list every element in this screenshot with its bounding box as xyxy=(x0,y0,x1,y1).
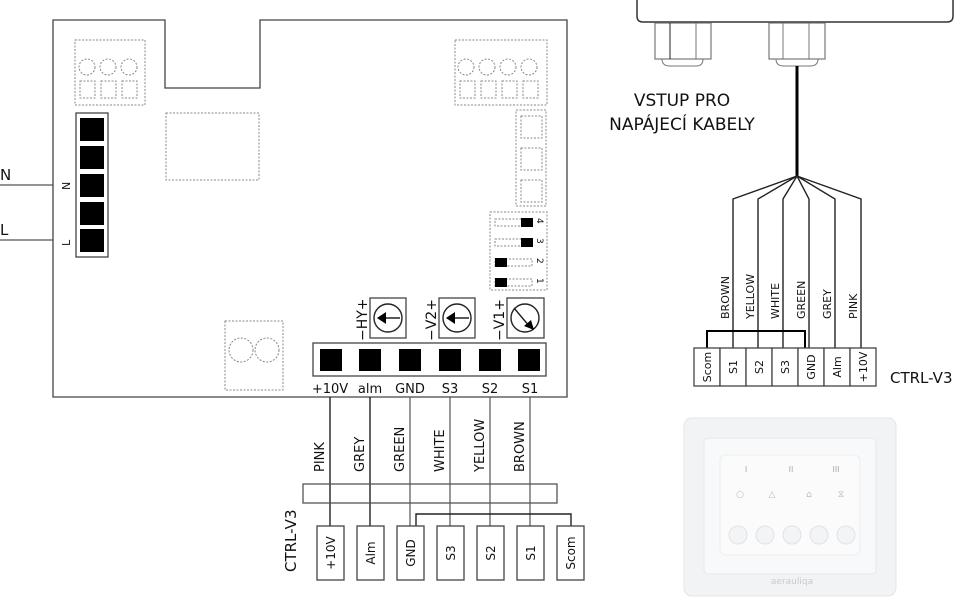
lock-icon: ⌂ xyxy=(806,490,812,500)
ctrl-terminal-label: S2 xyxy=(484,545,498,560)
potentiometers: −HY+ −V2+ −V1+ xyxy=(355,297,545,341)
terminal-label: +10V xyxy=(312,382,348,397)
dip-switch-4[interactable] xyxy=(494,218,533,227)
wire-color-label: BROWN xyxy=(719,276,732,319)
ctrl-terminal-label: Alm xyxy=(831,356,844,377)
dip-switch-bank: 4 3 2 1 xyxy=(489,211,548,291)
ctrl-v3-label-right: CTRL-V3 xyxy=(890,369,953,387)
ctrl-terminals-right: Scom S1 S2 S3 GND Alm +10V xyxy=(693,347,877,387)
ctrl-terminal-label: S3 xyxy=(779,360,792,374)
wire-color-label: PINK xyxy=(847,293,860,319)
power-terminal-block: N L xyxy=(60,112,109,258)
terminal-label: alm xyxy=(358,382,382,397)
terminal-label: S1 xyxy=(522,382,539,397)
speed-2-button[interactable] xyxy=(782,525,802,545)
pot-v1-label: −V1+ xyxy=(492,299,508,341)
entry-label-line1: VSTUP PRO xyxy=(634,91,730,111)
dip-switch-1[interactable] xyxy=(494,278,533,287)
right-wiring: BROWN YELLOW WHITE GREEN GREY PINK Scom … xyxy=(693,66,953,387)
board-components xyxy=(74,39,548,391)
terminal-label: S2 xyxy=(482,382,499,397)
hourglass-icon: ⧖ xyxy=(838,490,844,500)
power-button[interactable] xyxy=(728,525,748,545)
pot-hy-label: −HY+ xyxy=(355,298,371,341)
l-label: L xyxy=(0,221,9,239)
timer-button[interactable] xyxy=(836,525,856,545)
speed-3-button[interactable] xyxy=(809,525,829,545)
wire-color-label: PINK xyxy=(313,442,328,472)
dip-num-1: 1 xyxy=(534,278,544,284)
wire-color-label: BROWN xyxy=(513,421,528,472)
dip-num-4: 4 xyxy=(534,218,544,224)
ctrl-terminal-label: Scom xyxy=(564,536,578,569)
unit-housing: VSTUP PRO NAPÁJECÍ KABELY xyxy=(609,0,954,135)
controller-photo: I II III ○ △ ⌂ ⧖ aerauliqa xyxy=(683,417,897,597)
wire-color-label: WHITE xyxy=(433,429,448,472)
ctrl-terminal-label: Alm xyxy=(364,541,378,564)
terminal-label: GND xyxy=(395,382,425,397)
dip-switch-2[interactable] xyxy=(494,258,533,267)
brand-logo: aerauliqa xyxy=(771,577,813,587)
terminal-label: S3 xyxy=(442,382,459,397)
pot-v1[interactable] xyxy=(506,297,545,339)
ctrl-terminal-label: S2 xyxy=(753,360,766,374)
dip-num-3: 3 xyxy=(534,238,544,244)
ctrl-terminal-label: S3 xyxy=(444,545,458,560)
board-outline xyxy=(52,19,568,398)
left-wiring: PINK GREY GREEN WHITE YELLOW BROWN CTRL-… xyxy=(282,397,585,581)
ctrl-terminal-label: S1 xyxy=(727,360,740,374)
ctrl-terminal-label: +10V xyxy=(324,535,338,569)
pot-v2-label: −V2+ xyxy=(424,299,440,341)
ctrl-terminal-label: Scom xyxy=(701,352,714,382)
speed-1-button[interactable] xyxy=(755,525,775,545)
dip-switch-3[interactable] xyxy=(494,238,533,247)
ctrl-terminal-label: +10V xyxy=(857,351,870,382)
pot-v2[interactable] xyxy=(438,297,476,339)
ctrl-v3-label-left: CTRL-V3 xyxy=(282,510,300,573)
cable-gland-right xyxy=(768,22,826,67)
ctrl-terminal-label: GND xyxy=(805,354,818,379)
ctrl-terminals-left: +10V Alm GND S3 S2 S1 Scom xyxy=(316,525,585,581)
dip-num-2: 2 xyxy=(534,258,544,264)
wire-color-label: YELLOW xyxy=(744,274,757,320)
wire-color-label: WHITE xyxy=(769,283,782,319)
wire-color-label: GREEN xyxy=(795,281,808,319)
warning-icon: △ xyxy=(769,490,776,500)
n-label: N xyxy=(0,166,11,184)
signal-terminal-block: +10V alm GND S3 S2 S1 xyxy=(312,342,547,397)
entry-label-line2: NAPÁJECÍ KABELY xyxy=(609,113,755,135)
speed-mark: II xyxy=(789,465,794,474)
block-l-label: L xyxy=(60,239,73,246)
wire-color-label: GREY xyxy=(353,437,368,472)
block-n-label: N xyxy=(60,182,73,190)
mains-wires: N L xyxy=(0,166,53,241)
wire-color-label: GREY xyxy=(821,289,834,319)
speed-mark: III xyxy=(832,465,839,474)
wire-color-label: YELLOW xyxy=(473,419,488,473)
wire-color-label: GREEN xyxy=(393,427,408,472)
ctrl-terminal-label: GND xyxy=(404,539,418,567)
drop-icon: ○ xyxy=(736,490,744,500)
pot-hy[interactable] xyxy=(369,297,407,339)
ctrl-terminal-label: S1 xyxy=(524,545,538,560)
cable-gland-left xyxy=(654,22,712,67)
speed-mark: I xyxy=(745,465,747,474)
